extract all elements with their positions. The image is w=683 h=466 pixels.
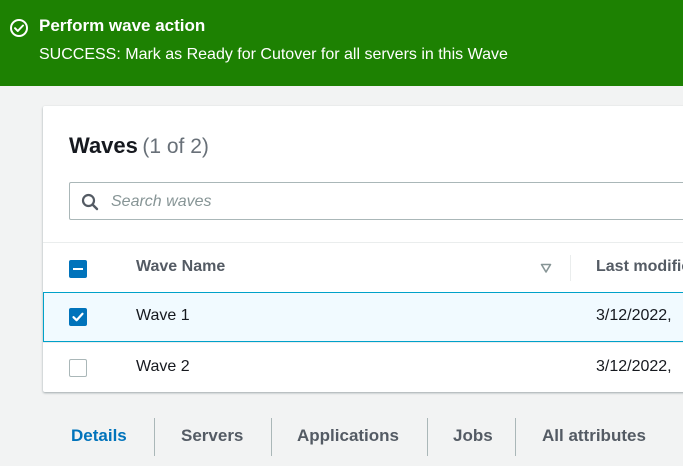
table-row[interactable]: Wave 1 3/12/2022, <box>43 292 683 342</box>
tab-divider <box>154 418 155 456</box>
column-header-wave-name[interactable]: Wave Name <box>136 258 226 275</box>
column-header-last-modified[interactable]: Last modified <box>596 258 683 275</box>
wave-name-cell: Wave 2 <box>136 358 190 375</box>
waves-table-panel: Waves (1 of 2) Wave Name Last modified W… <box>43 106 683 392</box>
tab-divider <box>427 418 428 456</box>
table-count: (1 of 2) <box>142 135 209 158</box>
checkmark-icon <box>72 312 84 322</box>
tab-divider <box>271 418 272 456</box>
column-divider[interactable] <box>570 255 571 281</box>
wave-name-cell: Wave 1 <box>136 307 190 324</box>
success-check-circle-icon <box>10 19 28 37</box>
details-tabs: Details Servers Applications Jobs All at… <box>0 412 683 466</box>
search-icon <box>81 193 99 211</box>
banner-message: SUCCESS: Mark as Ready for Cutover for a… <box>39 46 508 63</box>
table-heading: Waves (1 of 2) <box>69 133 209 159</box>
tab-all-attributes[interactable]: All attributes <box>542 426 646 445</box>
tab-divider <box>515 418 516 456</box>
banner-title: Perform wave action <box>39 16 206 35</box>
search-input[interactable] <box>109 187 683 217</box>
tab-details[interactable]: Details <box>71 426 127 445</box>
last-modified-cell: 3/12/2022, <box>596 307 672 324</box>
row-checkbox[interactable] <box>69 359 87 377</box>
row-checkbox[interactable] <box>69 308 87 326</box>
tab-applications[interactable]: Applications <box>297 426 400 445</box>
sort-descending-icon[interactable] <box>540 262 552 274</box>
table-title: Waves <box>69 133 138 158</box>
search-box <box>69 182 683 220</box>
table-header-row: Wave Name Last modified <box>43 242 683 293</box>
last-modified-cell: 3/12/2022, <box>596 358 672 375</box>
tab-servers[interactable]: Servers <box>181 426 244 445</box>
tab-jobs[interactable]: Jobs <box>453 426 493 445</box>
select-all-checkbox[interactable] <box>69 260 87 278</box>
table-row[interactable]: Wave 2 3/12/2022, <box>43 342 683 392</box>
success-banner: Perform wave action SUCCESS: Mark as Rea… <box>0 0 683 86</box>
